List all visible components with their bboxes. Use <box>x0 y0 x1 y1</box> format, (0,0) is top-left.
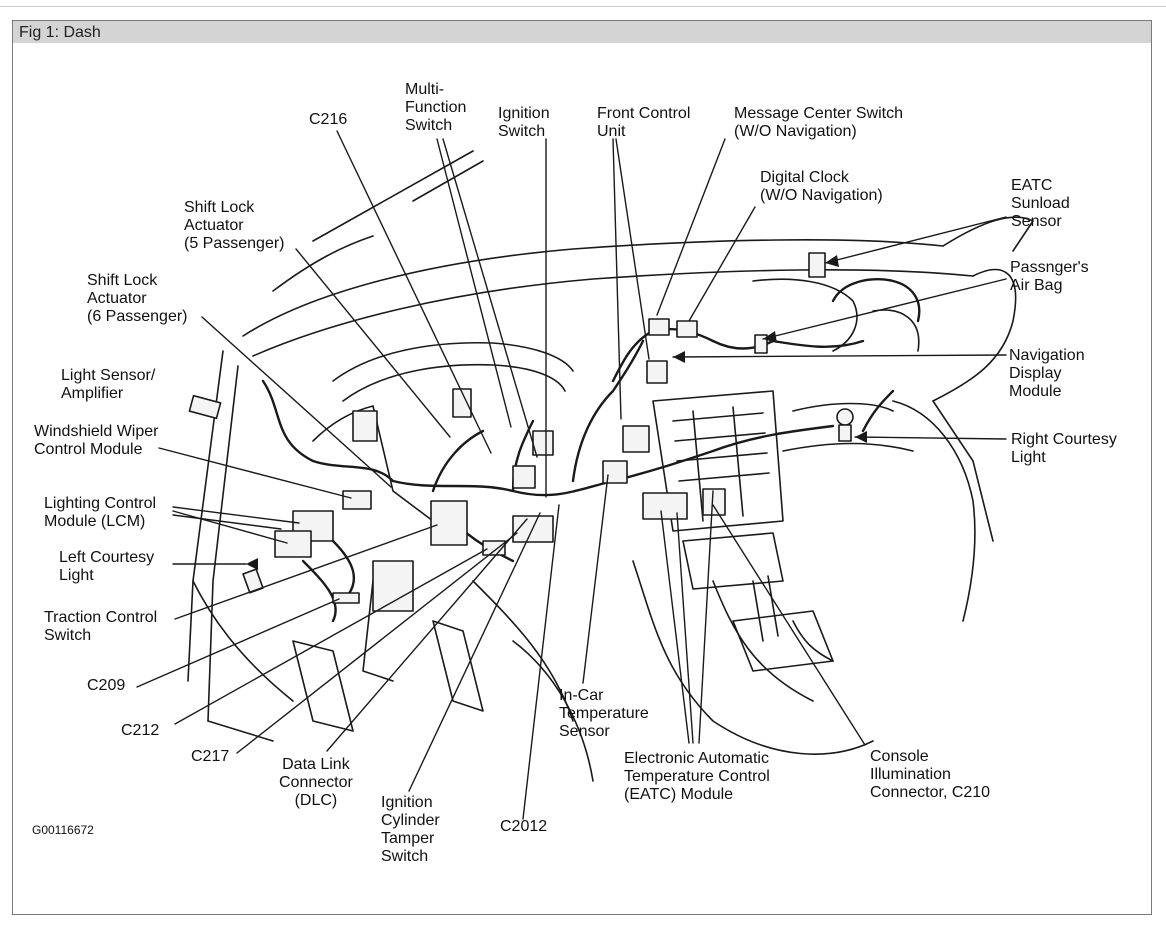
figure-frame: Fig 1: Dash <box>12 20 1152 915</box>
label-navigation-display-module: Navigation Display Module <box>1009 347 1085 400</box>
label-right-courtesy-light: Right Courtesy Light <box>1011 431 1117 466</box>
label-light-sensor-amplifier: Light Sensor/ Amplifier <box>61 367 156 402</box>
label-c2012: C2012 <box>500 818 548 835</box>
figure-caption: Fig 1: Dash <box>19 24 101 41</box>
label-traction-control-switch: Traction Control Switch <box>44 609 158 644</box>
caption-bar: Fig 1: Dash <box>13 21 1151 43</box>
arrow-heads <box>246 255 867 570</box>
label-lighting-control-module: Lighting Control Module (LCM) <box>44 495 157 530</box>
label-passenger-air-bag: Passnger's Air Bag <box>1010 259 1089 294</box>
label-shift-lock-actuator-6: Shift Lock Actuator (6 Passenger) <box>87 272 188 325</box>
label-eatc-module: Electronic Automatic Temperature Control… <box>624 750 770 803</box>
label-eatc-sunload-sensor: EATC Sunload Sensor <box>1011 177 1070 230</box>
dash-outline <box>187 150 1034 782</box>
label-left-courtesy-light: Left Courtesy Light <box>59 549 155 584</box>
figure-code: G00116672 <box>32 823 94 837</box>
label-shift-lock-actuator-5: Shift Lock Actuator (5 Passenger) <box>184 199 285 252</box>
dash-wiring-diagram <box>136 130 1034 820</box>
label-c212: C212 <box>121 722 160 739</box>
label-digital-clock: Digital Clock (W/O Navigation) <box>760 169 883 204</box>
label-ignition-switch: Ignition Switch <box>498 105 550 140</box>
label-c217: C217 <box>191 748 230 765</box>
label-multi-function-switch: Multi- Function Switch <box>405 81 467 134</box>
label-c209: C209 <box>87 677 126 694</box>
label-in-car-temperature-sensor: In-Car Temperature Sensor <box>559 687 649 740</box>
label-console-illumination-connector: Console Illumination Connector, C210 <box>870 748 991 801</box>
label-message-center-switch: Message Center Switch (W/O Navigation) <box>734 105 903 140</box>
label-data-link-connector: Data Link Connector (DLC) <box>279 756 353 809</box>
components <box>188 252 854 612</box>
label-c216: C216 <box>309 111 348 128</box>
leader-lines <box>136 130 1007 820</box>
label-windshield-wiper-module: Windshield Wiper Control Module <box>34 423 159 458</box>
top-divider <box>0 6 1166 7</box>
label-front-control-unit: Front Control Unit <box>597 105 691 140</box>
label-ignition-cylinder-tamper-switch: Ignition Cylinder Tamper Switch <box>381 794 440 865</box>
wiring-harness <box>261 278 921 623</box>
